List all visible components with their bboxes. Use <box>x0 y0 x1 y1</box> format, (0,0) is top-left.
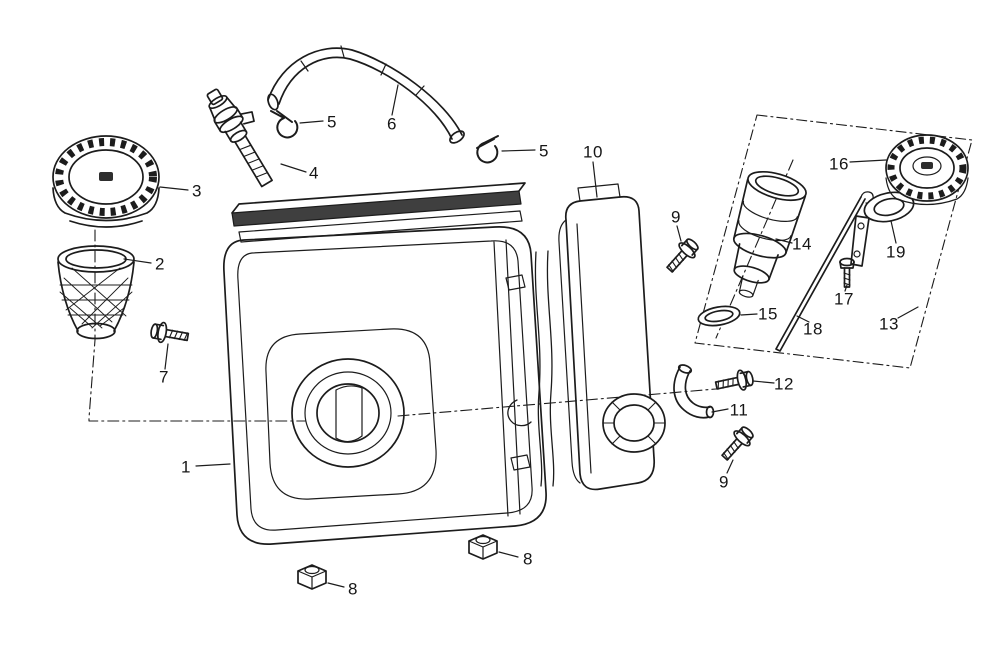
part-flange-bolt-b <box>716 422 758 466</box>
callout-washer: 19 <box>886 242 906 262</box>
callout-assembly-box: 13 <box>879 314 899 334</box>
part-flange-bolt-a <box>661 234 703 278</box>
part-screw <box>839 257 855 288</box>
part-strainer-cup <box>57 245 135 340</box>
callout-hose-clip-b: 5 <box>539 141 549 161</box>
callout-filler-neck: 14 <box>792 234 812 254</box>
part-rod-bracket <box>850 215 870 267</box>
callout-hose-clip-a: 5 <box>327 112 337 132</box>
callout-screw: 17 <box>834 289 854 309</box>
part-bolt-7 <box>148 319 191 348</box>
callout-fuel-cap: 3 <box>192 181 202 201</box>
callout-bolt-12: 12 <box>774 374 794 394</box>
callout-flange-bolt-a: 9 <box>671 207 681 227</box>
callout-gasket: 15 <box>758 304 778 324</box>
part-assembly-boundary <box>694 114 973 369</box>
callout-flange-bolt-b: 9 <box>719 472 729 492</box>
part-hose-clip-b <box>476 135 499 164</box>
part-bolt-12 <box>713 367 756 397</box>
part-tank-top-rail <box>231 182 526 243</box>
part-hose-clip-a <box>270 110 299 139</box>
callout-joint-pipe: 11 <box>729 400 749 420</box>
callout-bolt-7: 7 <box>159 367 169 387</box>
part-filler-cap-b <box>885 134 969 206</box>
part-gasket <box>697 305 741 327</box>
part-fuel-lines <box>507 250 555 487</box>
callout-nut-a: 8 <box>348 579 358 599</box>
part-nut-a <box>297 564 327 590</box>
callout-nut-b: 8 <box>523 549 533 569</box>
callout-level-rod: 18 <box>803 319 823 339</box>
callout-tank-cover: 10 <box>583 142 603 162</box>
part-fuel-tank <box>223 226 547 545</box>
part-tank-cover <box>558 183 656 491</box>
leader-lines <box>123 84 919 588</box>
part-washer <box>863 191 915 223</box>
part-fuel-valve <box>206 88 273 188</box>
strainer-mesh <box>59 267 133 329</box>
callout-strainer: 2 <box>155 254 165 274</box>
part-level-rod <box>775 191 874 352</box>
callout-fuel-tank: 1 <box>181 457 191 477</box>
part-nut-b <box>468 534 498 560</box>
part-fuel-cap <box>52 135 160 228</box>
callout-fuel-hose: 6 <box>387 114 397 134</box>
part-fuel-hose <box>267 45 465 144</box>
part-gauge-flange <box>602 393 666 453</box>
callout-fuel-valve: 4 <box>309 163 319 183</box>
part-filler-neck <box>732 170 807 298</box>
callout-filler-cap-b: 16 <box>829 154 849 174</box>
